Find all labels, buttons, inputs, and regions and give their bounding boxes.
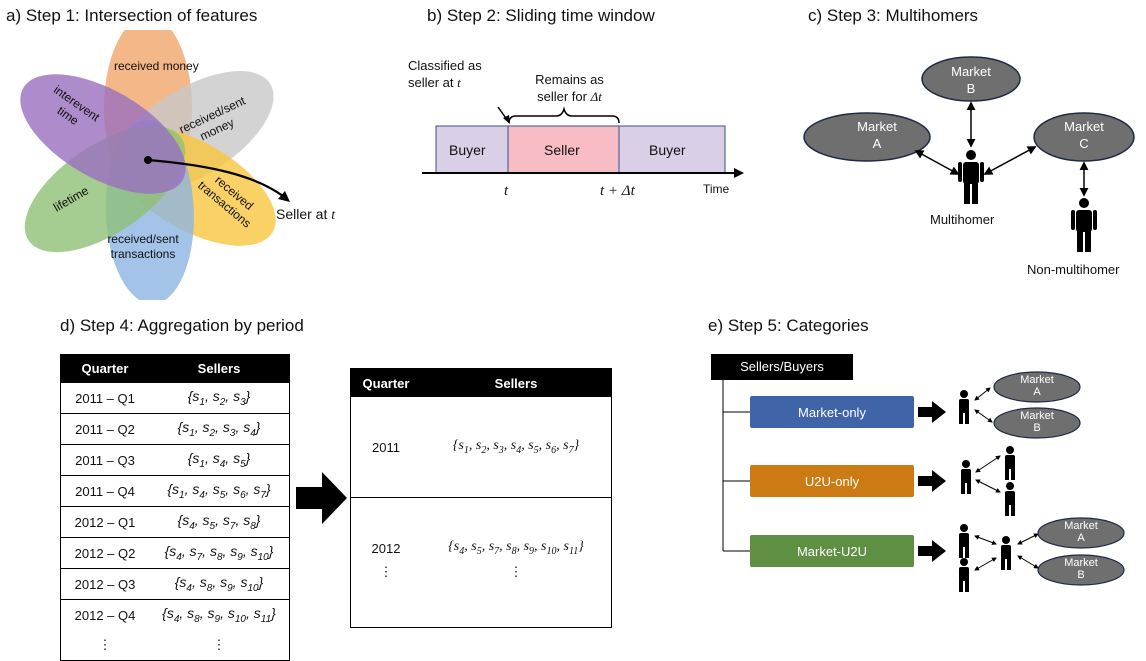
person-icon bbox=[961, 460, 971, 494]
time-window-diagram bbox=[422, 106, 744, 178]
quarter-row: 2012 – Q1{s4, s5, s7, s8} bbox=[60, 506, 290, 538]
market-a-small-2 bbox=[1037, 517, 1125, 549]
market-only-box: Market-only bbox=[750, 396, 914, 428]
market-a-small bbox=[993, 371, 1081, 403]
seller-arrow bbox=[147, 158, 289, 201]
seller-label: Seller bbox=[544, 142, 580, 158]
market-c-node bbox=[1033, 112, 1135, 162]
quarter-cell: 2012 – Q3 bbox=[60, 568, 149, 600]
year-quarter-header: Quarter bbox=[362, 375, 410, 391]
market-b-node bbox=[921, 56, 1021, 102]
sellers-cell: {s1, s2, s3, s4} bbox=[149, 413, 290, 445]
quarter-row: 2012 – Q2{s4, s7, s8, s9, s10} bbox=[60, 537, 290, 569]
person-icon bbox=[1005, 482, 1015, 516]
arrow-u2u-only bbox=[918, 470, 946, 492]
market-b-small bbox=[993, 407, 1081, 439]
person-icon bbox=[1001, 536, 1011, 570]
buyer-label-1: Buyer bbox=[449, 142, 486, 158]
sellers-set: {s1, s2, s3, s4, s5, s6, s7} bbox=[452, 438, 580, 456]
sellers-set: {s4, s5, s7, s8, s9, s10, s11} bbox=[448, 539, 584, 557]
quarter-cell: 2012 – Q2 bbox=[60, 537, 149, 569]
non-multihomer-person bbox=[1071, 198, 1097, 252]
label-received-sent-transactions: received/sent transactions bbox=[107, 232, 179, 261]
quarter-header: Quarter bbox=[60, 354, 149, 383]
market-u2u-box: Market-U2U bbox=[750, 535, 914, 567]
sellers-cell: {s1, s4, s5, s6, s7} bbox=[149, 475, 290, 507]
multihomer-diagram bbox=[803, 56, 1135, 252]
quarter-row: 2012 – Q4{s4, s8, s9, s10, s11} bbox=[60, 599, 290, 630]
person-icon bbox=[959, 390, 969, 424]
quarter-row: ⋮⋮ bbox=[61, 630, 290, 661]
sellers-cell: {s1, s4, s5} bbox=[149, 444, 290, 476]
sellers-cell: ⋮ bbox=[212, 637, 226, 652]
quarter-row: 2011 – Q1{s1, s2, s3} bbox=[60, 382, 290, 414]
arrow-market-u2u bbox=[918, 540, 946, 562]
person-icon bbox=[959, 558, 969, 592]
quarter-cell: 2011 – Q4 bbox=[60, 475, 149, 507]
sellers-cell: {s4, s8, s9, s10} bbox=[149, 568, 290, 600]
quarter-cell: 2011 – Q1 bbox=[60, 382, 149, 414]
market-b-small-2 bbox=[1037, 554, 1125, 586]
quarter-row: 2011 – Q4{s1, s4, s5, s6, s7} bbox=[60, 475, 290, 507]
panel-b-title: b) Step 2: Sliding time window bbox=[427, 6, 655, 25]
person-icon bbox=[1005, 446, 1015, 480]
quarter-row: 2011 – Q2{s1, s2, s3, s4} bbox=[60, 413, 290, 445]
quarter-row: 2012 – Q3{s4, s8, s9, s10} bbox=[60, 568, 290, 600]
year-row-more: ⋮ ⋮ bbox=[379, 564, 523, 579]
panel-c-title: c) Step 3: Multihomers bbox=[808, 6, 979, 25]
root-label: Sellers/Buyers bbox=[740, 359, 824, 374]
year-row-2012: 2012 {s4, s5, s7, s8, s9, s10, s11} bbox=[351, 498, 611, 598]
remains-label: Remains as seller for Δt bbox=[535, 72, 604, 104]
buyer-segment-1 bbox=[435, 125, 509, 174]
sellers-cell: {s1, s2, s3} bbox=[149, 382, 290, 414]
feature-flower bbox=[20, 30, 290, 300]
quarter-cell: 2011 – Q3 bbox=[60, 444, 149, 476]
quarter-cell: ⋮ bbox=[98, 637, 112, 652]
person-icon bbox=[959, 524, 969, 558]
sellers-cell: {s4, s5, s7, s8} bbox=[149, 506, 290, 538]
link-a bbox=[914, 150, 960, 175]
year-sellers-header: Sellers bbox=[494, 375, 538, 391]
sellers-cell: {s4, s8, s9, s10, s11} bbox=[149, 599, 290, 630]
t-tick-label: t bbox=[504, 183, 509, 199]
quarter-table: Quarter Sellers 2011 – Q1{s1, s2, s3}201… bbox=[60, 354, 290, 661]
quarter-cell: 2012 – Q1 bbox=[60, 506, 149, 538]
sellers-header: Sellers bbox=[149, 354, 290, 383]
link-c bbox=[983, 146, 1037, 175]
multihomer-label: Multihomer bbox=[930, 212, 995, 227]
u2u-only-box: U2U-only bbox=[750, 465, 914, 497]
year-row-2011: 2011 {s1, s2, s3, s4, s5, s6, s7} bbox=[351, 397, 611, 498]
sellers-cell: {s4, s7, s8, s9, s10} bbox=[149, 537, 290, 569]
seller-brace bbox=[508, 106, 620, 124]
time-axis-label: Time bbox=[703, 182, 730, 196]
panel-d-title: d) Step 4: Aggregation by period bbox=[60, 316, 304, 335]
non-multihomer-label: Non-multihomer bbox=[1027, 262, 1120, 277]
year-table: Quarter Sellers 2011 {s1, s2, s3, s4, s5… bbox=[350, 368, 612, 628]
buyer-label-2: Buyer bbox=[649, 142, 686, 158]
market-a-node bbox=[803, 112, 931, 162]
t-plus-delta-label: t + Δt bbox=[600, 183, 635, 199]
classified-label: Classified as seller at t bbox=[408, 58, 482, 90]
category-tree bbox=[711, 354, 1125, 592]
quarter-row: 2011 – Q3{s1, s4, s5} bbox=[60, 444, 290, 476]
arrow-market-only bbox=[918, 401, 946, 423]
petal-interevent-time bbox=[20, 74, 186, 194]
panel-a-title: a) Step 1: Intersection of features bbox=[6, 6, 258, 25]
root-box bbox=[711, 354, 853, 380]
seller-at-t-label: Seller at t bbox=[276, 206, 336, 223]
quarter-cell: 2011 – Q2 bbox=[60, 413, 149, 445]
aggregation-arrow bbox=[296, 472, 347, 524]
buyer-segment-2 bbox=[618, 125, 726, 174]
multihomer-person bbox=[958, 150, 984, 204]
label-received-money: received money bbox=[114, 59, 199, 73]
panel-e-title: e) Step 5: Categories bbox=[708, 316, 869, 335]
quarter-cell: 2012 – Q4 bbox=[60, 599, 149, 630]
